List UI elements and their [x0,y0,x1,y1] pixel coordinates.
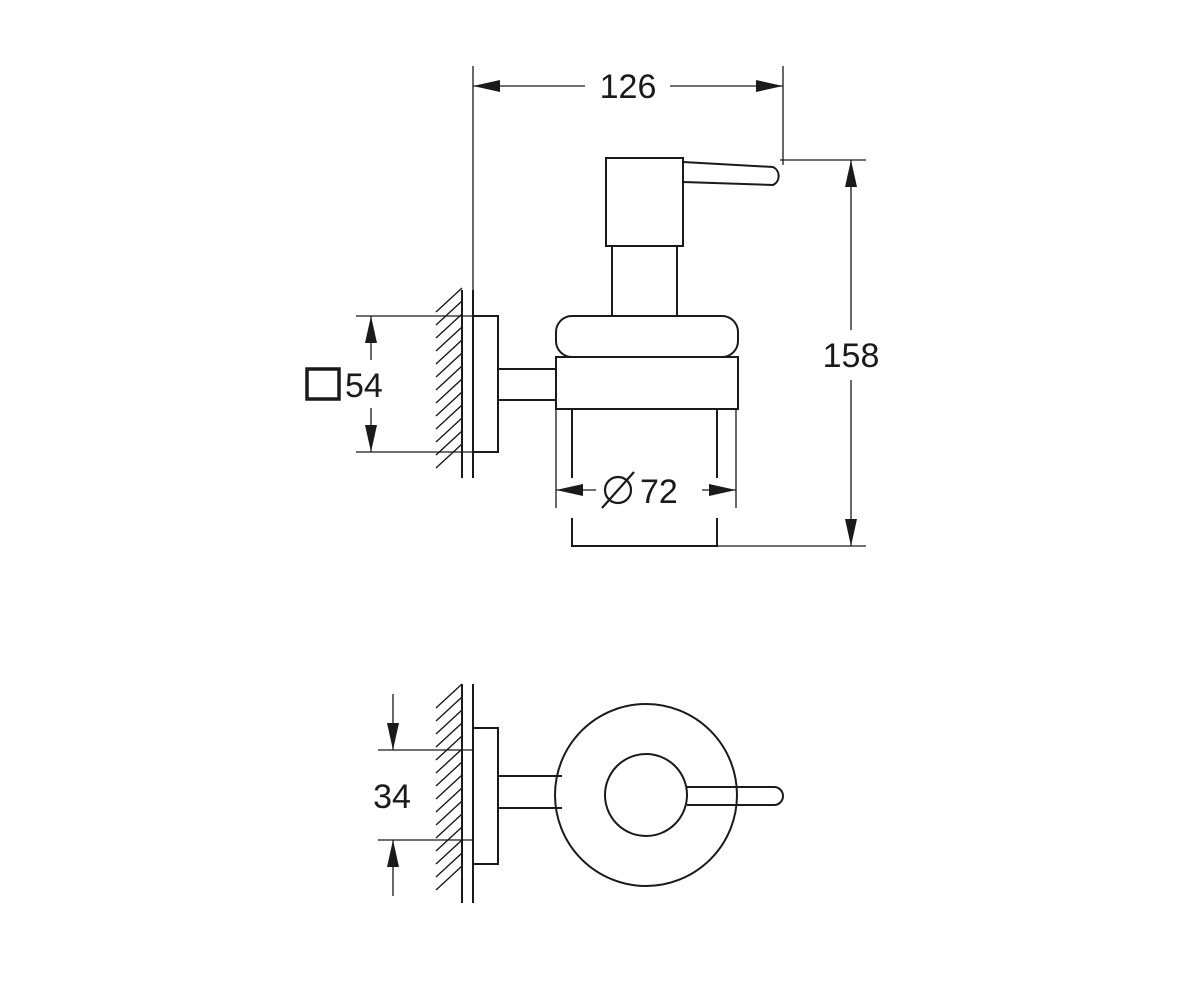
diameter-symbol-icon [601,471,635,509]
dispenser-lid [555,315,739,358]
hatch-line [435,365,463,391]
square-plate-value: 54 [345,367,383,405]
hatch-line [435,326,463,352]
hatch-line [435,404,463,430]
hatch-line [435,430,463,456]
dimension-square-plate: 54 [305,315,498,453]
hatch-line [435,787,463,813]
hatch-line [435,748,463,774]
pump-lever-top [687,786,784,806]
holder-ring-front [555,356,739,410]
dimension-glass-diameter: 72 [555,409,737,511]
wall-plate-front [472,315,499,453]
pump-neck [611,246,678,316]
hatch-line [435,352,463,378]
holder-arm-front [498,368,556,401]
holder-arm-top [498,775,562,809]
dimension-height: 158 [717,159,880,547]
hatch-line [435,722,463,748]
width-value: 126 [600,68,657,106]
dimension-depth: 34 [373,694,473,896]
wall-plate-top [472,727,499,865]
hatch-line [435,339,463,365]
square-symbol-icon [305,367,341,401]
hatch-line [435,300,463,326]
hatch-line [435,287,463,313]
hatch-line [435,378,463,404]
hatch-line [435,391,463,417]
hatch-line [435,800,463,826]
hatch-line [435,865,463,891]
hatch-line [435,417,463,443]
pump-head [605,157,684,247]
depth-value: 34 [373,778,411,816]
hatch-line [435,696,463,722]
hatch-line [435,839,463,865]
hatch-line [435,813,463,839]
hatch-line [435,313,463,339]
height-value: 158 [823,337,880,375]
glass-diameter-value: 72 [640,473,678,511]
wall-hatching-top [435,683,474,903]
hatch-line [435,443,463,469]
hatch-line [435,761,463,787]
hatch-line [435,826,463,852]
top-view: 34 [373,683,784,903]
hatch-line [435,709,463,735]
hatch-line [435,852,463,878]
hatch-line [435,735,463,761]
pump-lever [682,161,780,187]
front-view: 126 158 54 [305,66,880,547]
glass-body-front [571,409,718,547]
holder-ring-top [554,703,738,887]
pump-head-top [604,753,688,837]
hatch-line [435,683,463,709]
dimension-width: 126 [472,66,784,300]
hatch-line [435,774,463,800]
